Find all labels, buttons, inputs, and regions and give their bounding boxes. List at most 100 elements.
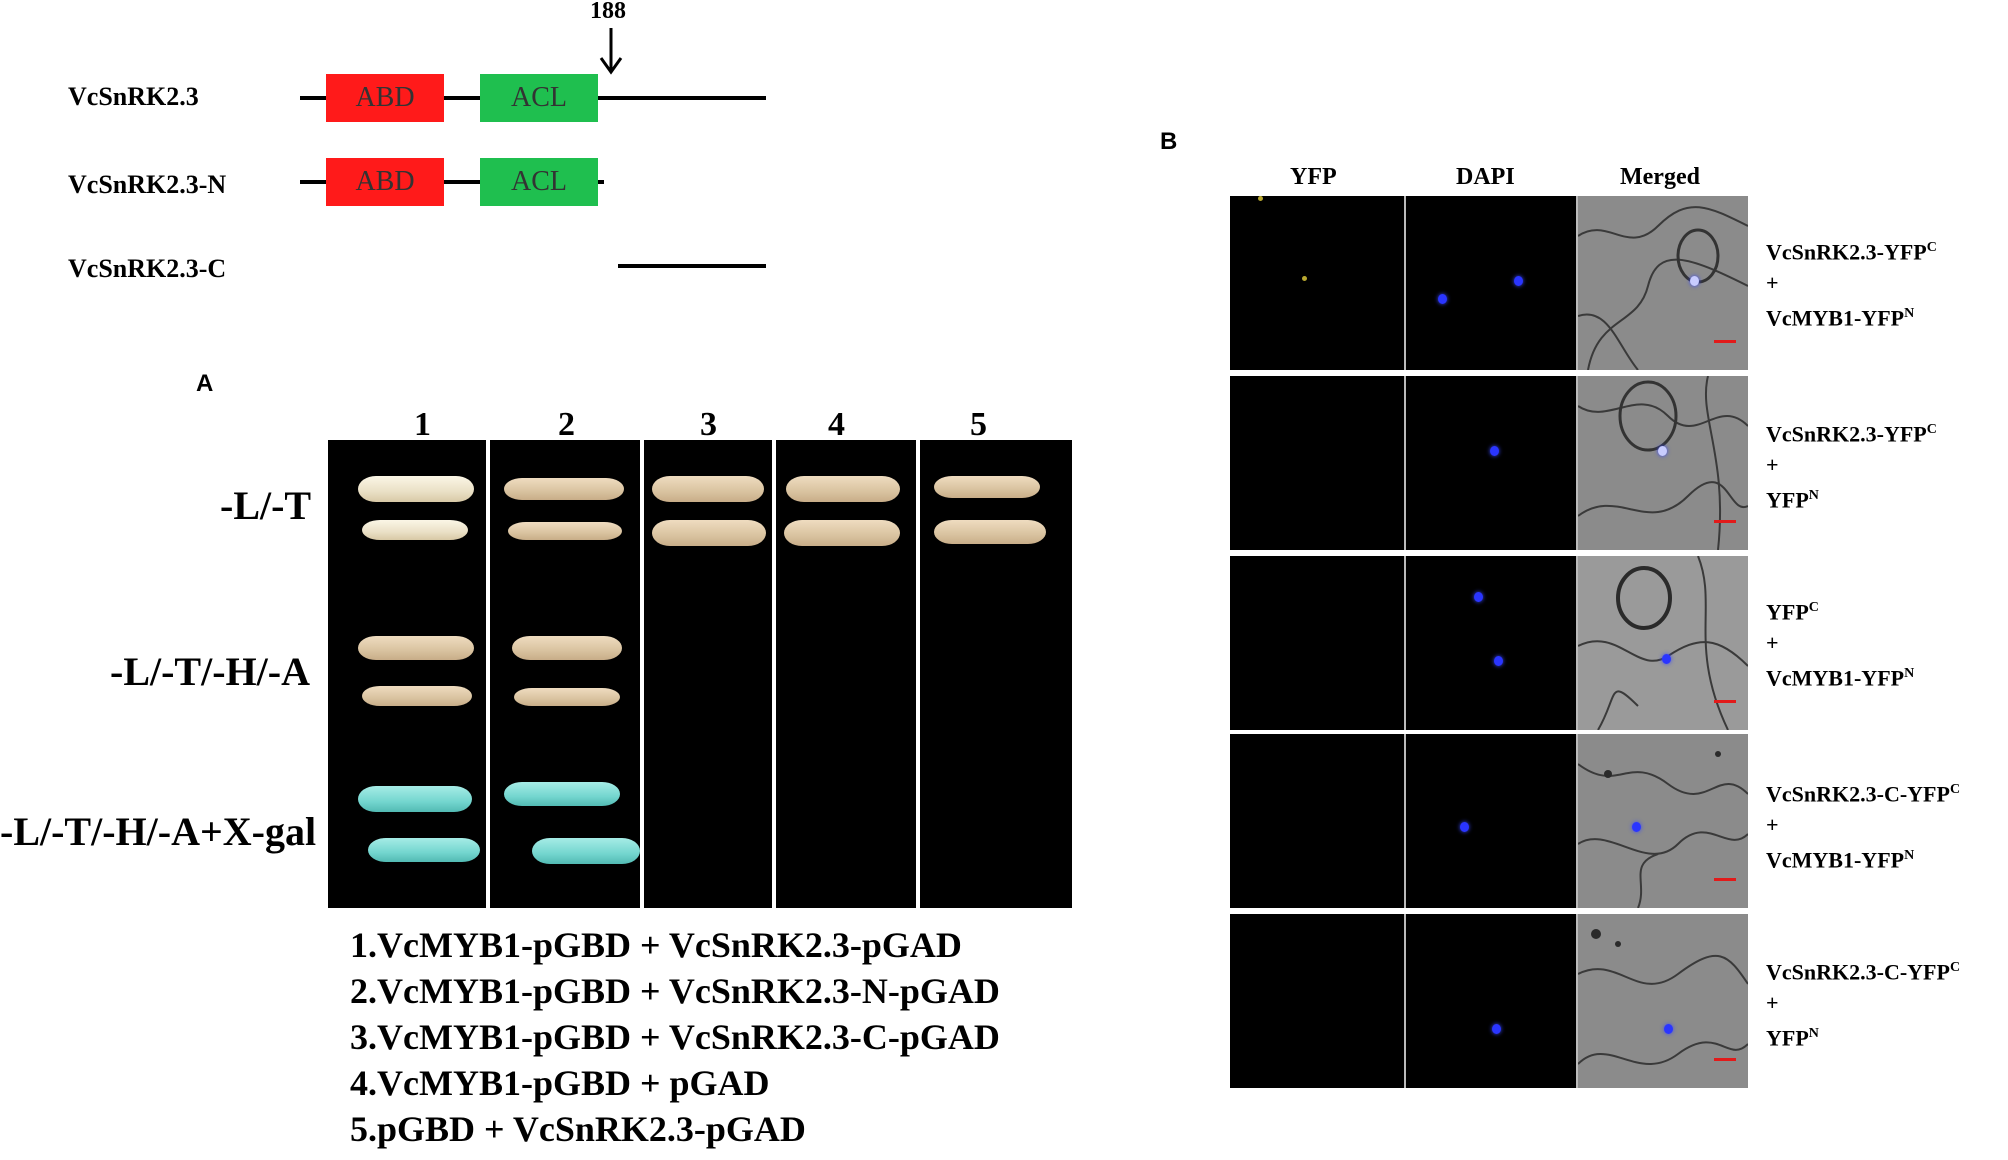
position-marker-label: 188 — [590, 0, 626, 24]
image-divider — [1404, 376, 1406, 550]
nucleus — [1494, 656, 1503, 666]
bifc-combination-label: VcSnRK2.3-C-YFPC + YFPN — [1766, 952, 1960, 1054]
bifc-sup1: C — [1926, 240, 1937, 255]
abd-domain-label: ABD — [355, 82, 415, 113]
lane-divider — [486, 440, 490, 908]
image-divider — [1576, 734, 1578, 908]
scale-bar — [1714, 700, 1736, 703]
bifc-plus: + — [1766, 990, 1779, 1016]
scale-bar — [1714, 878, 1736, 881]
yeast-colony — [358, 476, 474, 502]
lane-divider — [640, 440, 644, 908]
bifc-line1: VcSnRK2.3-YFP — [1766, 239, 1927, 265]
bifc-line2: VcMYB1-YFP — [1766, 305, 1905, 331]
bifc-sup1: C — [1926, 422, 1937, 437]
dapi-channel-image — [1406, 196, 1576, 370]
media-label: -L/-T/-H/-A+X-gal — [0, 809, 317, 854]
yeast-colony — [358, 786, 472, 812]
yeast-colony — [504, 782, 620, 806]
yeast-colony — [368, 838, 480, 862]
legend-entry: 4.VcMYB1-pGBD + pGAD — [350, 1063, 770, 1103]
dapi-channel-image — [1406, 734, 1576, 908]
cell-outline-icon — [1578, 556, 1748, 730]
scale-bar — [1714, 1058, 1736, 1061]
yeast-plate — [328, 440, 1072, 908]
yfp-channel-image — [1230, 914, 1404, 1088]
lane-divider — [772, 440, 776, 908]
dapi-channel-image — [1406, 556, 1576, 730]
image-divider — [1404, 556, 1406, 730]
acl-domain-label: ACL — [511, 82, 567, 113]
micrograph-row — [1230, 734, 1748, 908]
nucleus — [1664, 1024, 1673, 1034]
abd-domain-label: ABD — [355, 166, 415, 197]
nucleus — [1474, 592, 1483, 602]
yeast-colony — [934, 476, 1040, 498]
merged-channel-image — [1578, 914, 1748, 1088]
acl-domain: ACL — [480, 158, 598, 206]
bifc-line2: VcMYB1-YFP — [1766, 847, 1905, 873]
image-divider — [1576, 914, 1578, 1088]
legend-entry: 3.VcMYB1-pGBD + VcSnRK2.3-C-pGAD — [350, 1017, 1000, 1057]
bifc-line2: VcMYB1-YFP — [1766, 665, 1905, 691]
bifc-sup2: N — [1808, 488, 1819, 504]
bifc-sup2: N — [1904, 666, 1915, 682]
micrograph-row — [1230, 556, 1748, 730]
media-label: -L/-T/-H/-A — [110, 649, 310, 694]
bifc-line1: YFP — [1766, 599, 1809, 625]
column-header-yfp: YFP — [1290, 164, 1337, 190]
yfp-signal — [1302, 276, 1307, 281]
bifc-combination-label: YFPC + VcMYB1-YFPN — [1766, 592, 1914, 694]
yeast-colony — [652, 520, 766, 546]
yeast-colony — [652, 476, 764, 502]
cell-outline-icon — [1578, 206, 1748, 370]
dapi-channel-image — [1406, 376, 1576, 550]
abd-domain: ABD — [326, 74, 444, 122]
image-divider — [1404, 196, 1406, 370]
bifc-sup1: C — [1808, 600, 1819, 615]
down-arrow-icon — [599, 28, 623, 75]
panel-a-letter: A — [196, 370, 214, 397]
yeast-colony — [512, 636, 622, 660]
construct-line-c — [618, 264, 766, 268]
scale-bar — [1714, 340, 1736, 343]
merged-channel-image — [1578, 734, 1748, 908]
legend-entry: 2.VcMYB1-pGBD + VcSnRK2.3-N-pGAD — [350, 971, 1000, 1011]
yeast-colony — [514, 688, 620, 706]
merged-channel-image — [1578, 556, 1748, 730]
panel-b-letter: B — [1160, 128, 1178, 155]
bifc-combination-label: VcSnRK2.3-C-YFPC + VcMYB1-YFPN — [1766, 774, 1960, 876]
nucleus — [1438, 294, 1447, 304]
yfp-channel-image — [1230, 734, 1404, 908]
legend-entry: 1.VcMYB1-pGBD + VcSnRK2.3-pGAD — [350, 925, 962, 965]
acl-domain-label: ACL — [511, 166, 567, 197]
lane-number: 4 — [828, 406, 845, 443]
bifc-plus: + — [1766, 452, 1779, 478]
legend-entry: 5.pGBD + VcSnRK2.3-pGAD — [350, 1109, 806, 1149]
image-divider — [1576, 556, 1578, 730]
bifc-sup2: N — [1904, 306, 1915, 322]
nucleus — [1490, 446, 1499, 456]
yfp-channel-image — [1230, 556, 1404, 730]
yeast-colony — [508, 522, 622, 540]
bifc-line2: YFP — [1766, 1025, 1809, 1051]
merged-channel-image — [1578, 196, 1748, 370]
yfp-channel-image — [1230, 376, 1404, 550]
bifc-sup1: C — [1949, 960, 1961, 975]
yeast-colony — [362, 520, 468, 540]
bifc-plus: + — [1766, 630, 1779, 656]
bifc-plus: + — [1766, 812, 1779, 838]
bifc-line1: VcSnRK2.3-C-YFP — [1766, 781, 1950, 807]
nucleus — [1662, 654, 1671, 664]
column-header-dapi: DAPI — [1456, 164, 1515, 190]
bifc-sup1: C — [1949, 782, 1961, 797]
abd-domain: ABD — [326, 158, 444, 206]
dapi-channel-image — [1406, 914, 1576, 1088]
micrograph-row — [1230, 196, 1748, 370]
bifc-sup2: N — [1904, 848, 1915, 864]
bifc-combination-label: VcSnRK2.3-YFPC + VcMYB1-YFPN — [1766, 232, 1937, 334]
yeast-colony — [362, 686, 472, 706]
bifc-line1: VcSnRK2.3-YFP — [1766, 421, 1927, 447]
nucleus — [1690, 276, 1699, 286]
lane-number: 3 — [700, 406, 717, 443]
